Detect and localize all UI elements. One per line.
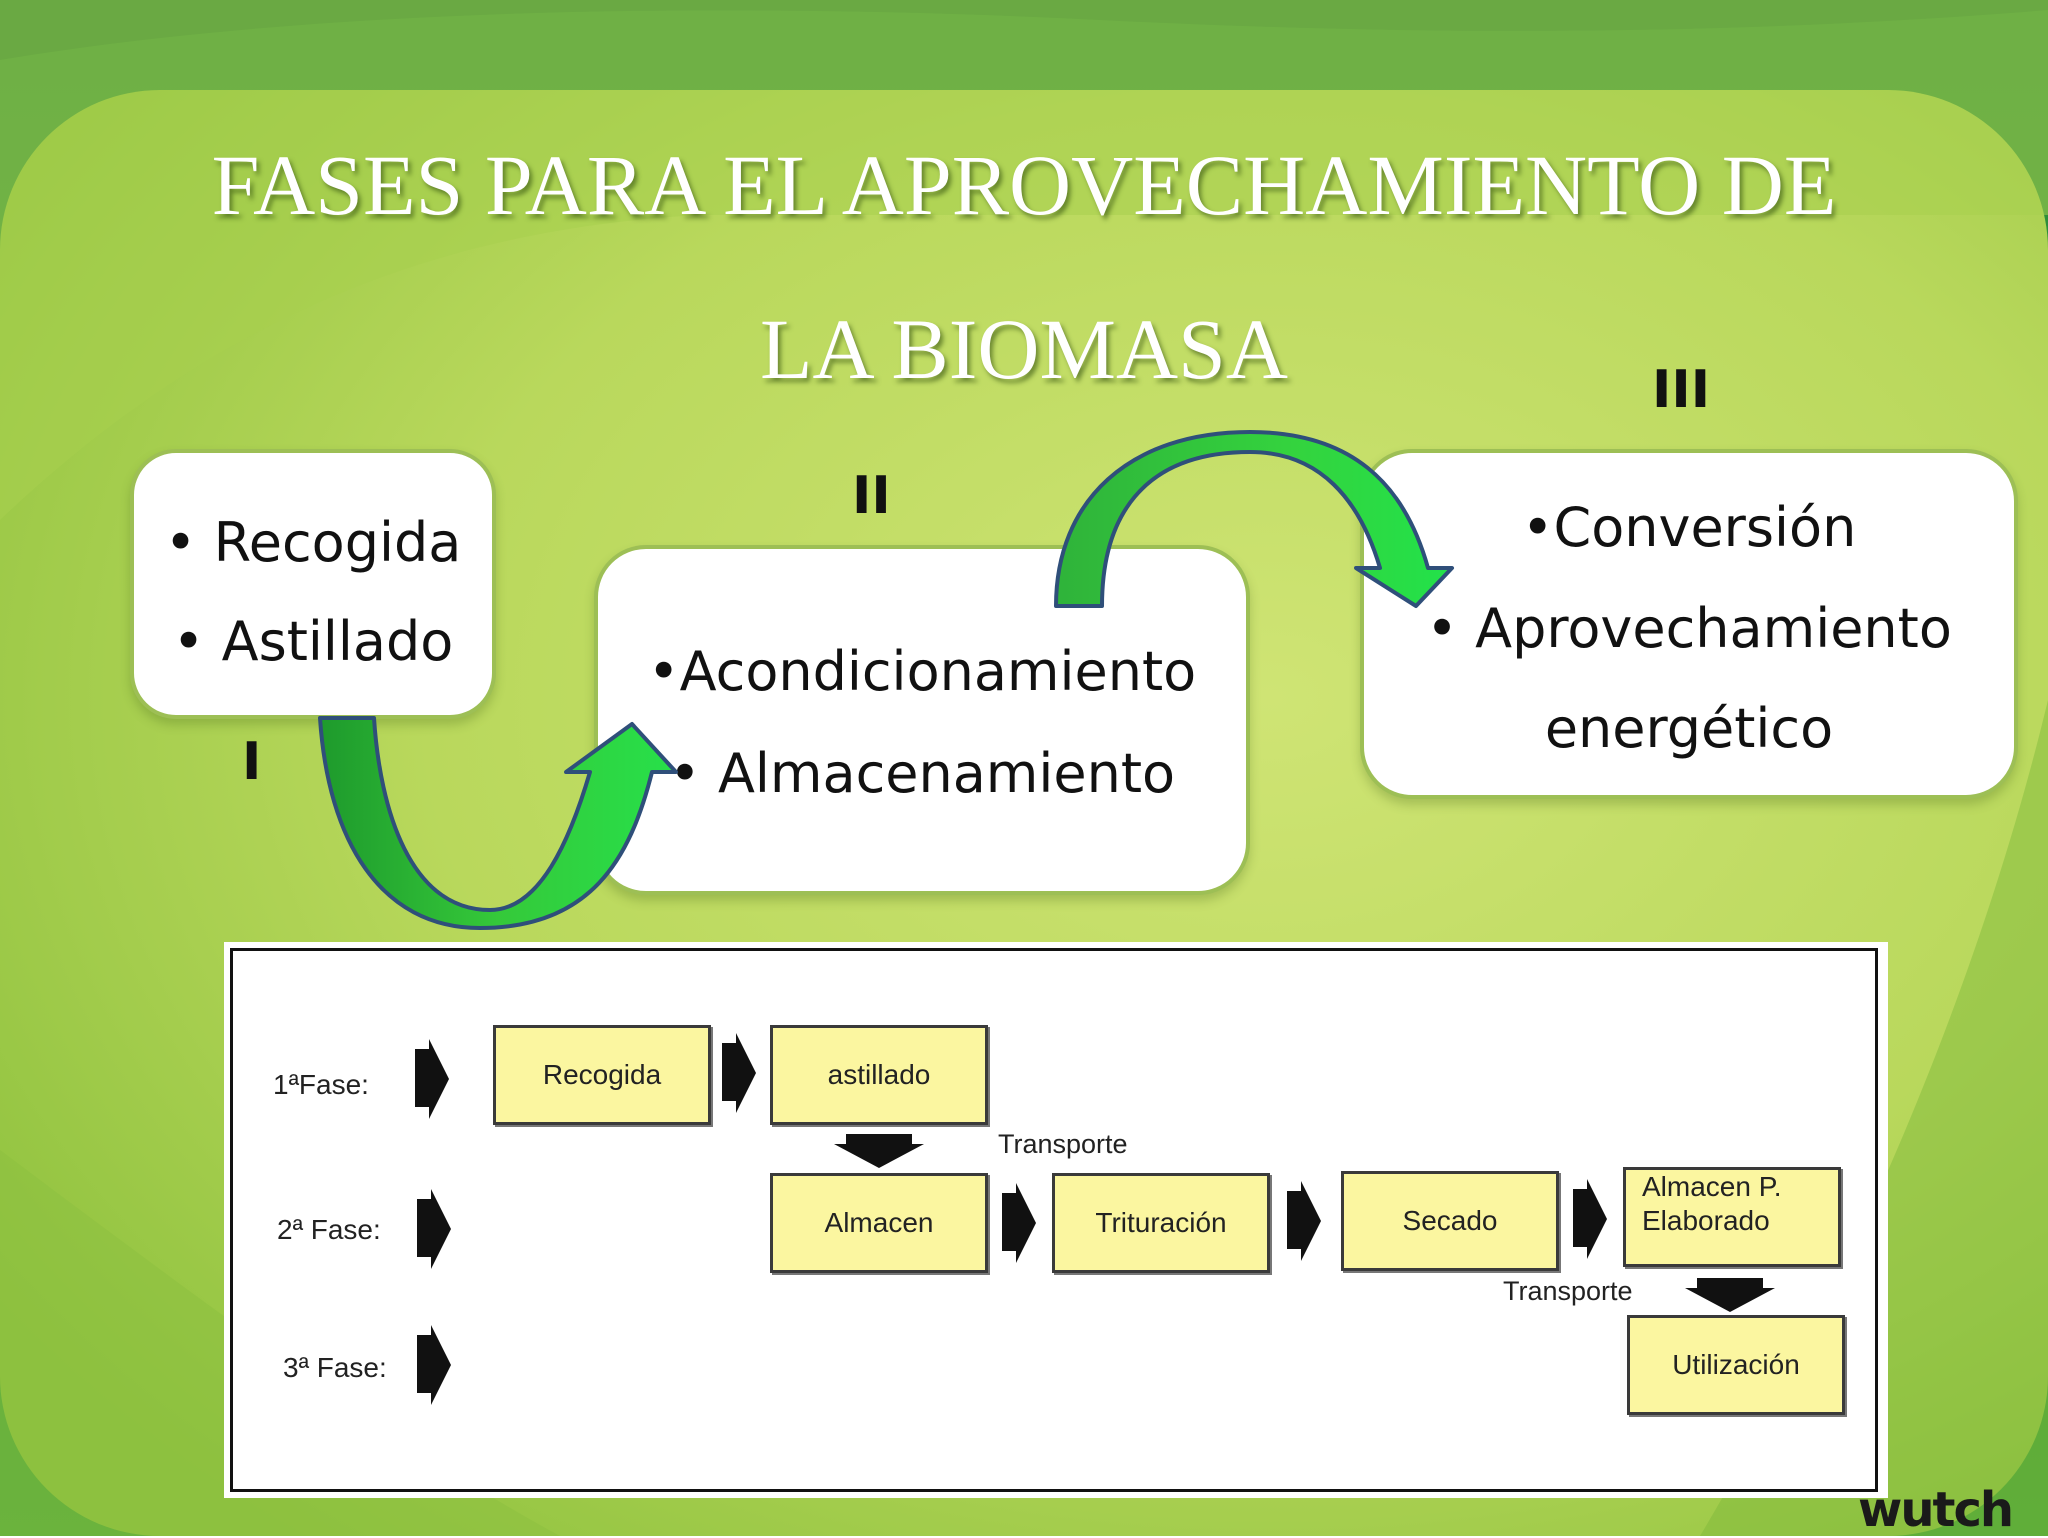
phase-numeral-3: III (1652, 360, 1711, 420)
flow-box-recogida: Recogida (493, 1025, 711, 1125)
flowchart-panel: 1ªFase: 2ª Fase: 3ª Fase: Recogida astil… (224, 942, 1888, 1498)
flow-box-almacen-elaborado-line-1: Almacen P. (1642, 1171, 1782, 1202)
flow-arrow-row-1-start (415, 1039, 449, 1119)
flow-box-almacen: Almacen (770, 1173, 988, 1273)
flow-box-utilizacion: Utilización (1627, 1315, 1845, 1415)
phase-1-item-recogida: • Recogida (164, 511, 462, 574)
slide-title-line-1: FASES PARA EL APROVECHAMIENTO DE (211, 137, 1837, 233)
curved-arrow-phase-1-to-2 (318, 716, 678, 930)
flow-arrow-astillado-to-almacen (834, 1134, 924, 1168)
phase-3-item-conversion: •Conversión (1521, 496, 1857, 559)
phase-3-item-aprovechamiento: • Aprovechamiento (1426, 597, 1952, 660)
phase-card-1: • Recogida • Astillado (130, 449, 496, 719)
flow-arrow-almacen-to-trituracion (1002, 1183, 1036, 1263)
phase-3-item-energetico: energético (1544, 697, 1834, 760)
phase-2-item-acondicionamiento: •Acondicionamiento (647, 640, 1197, 703)
curved-arrow-phase-2-to-3 (1054, 430, 1454, 608)
flow-box-almacen-elaborado: Almacen P. Elaborado (1623, 1167, 1841, 1267)
phase-card-2: •Acondicionamiento • Almacenamiento (594, 545, 1250, 895)
flow-arrow-row-2-start (417, 1189, 451, 1269)
flow-arrow-secado-to-almacen-elaborado (1573, 1179, 1607, 1259)
flow-box-almacen-elaborado-line-2: Elaborado (1642, 1204, 1770, 1236)
phase-1-item-astillado: • Astillado (172, 610, 454, 673)
flow-row-label-1: 1ªFase: (273, 1069, 369, 1100)
flow-row-label-3: 3ª Fase: (283, 1352, 387, 1383)
flow-arrow-recogida-to-astillado (722, 1033, 756, 1113)
phase-numeral-1: I (242, 732, 262, 792)
phase-card-3: •Conversión • Aprovechamiento energético (1360, 449, 2018, 799)
slide-title-line-2: LA BIOMASA (759, 301, 1288, 397)
phase-2-item-almacenamiento: • Almacenamiento (668, 742, 1176, 805)
watermark-text: wutch (1858, 1482, 2014, 1538)
flow-box-trituracion: Trituración (1052, 1173, 1270, 1273)
flow-box-secado: Secado (1341, 1171, 1559, 1271)
flow-arrow-almacen-elaborado-to-utilizacion (1685, 1278, 1775, 1312)
flowchart-frame: 1ªFase: 2ª Fase: 3ª Fase: Recogida astil… (230, 948, 1878, 1492)
flow-box-astillado: astillado (770, 1025, 988, 1125)
flow-arrow-row-3-start (417, 1325, 451, 1405)
flow-transport-label-2: Transporte (1503, 1276, 1633, 1306)
flow-transport-label-1: Transporte (998, 1129, 1128, 1159)
phase-numeral-2: II (852, 466, 891, 526)
flow-arrow-trituracion-to-secado (1287, 1181, 1321, 1261)
flow-row-label-2: 2ª Fase: (277, 1214, 381, 1245)
